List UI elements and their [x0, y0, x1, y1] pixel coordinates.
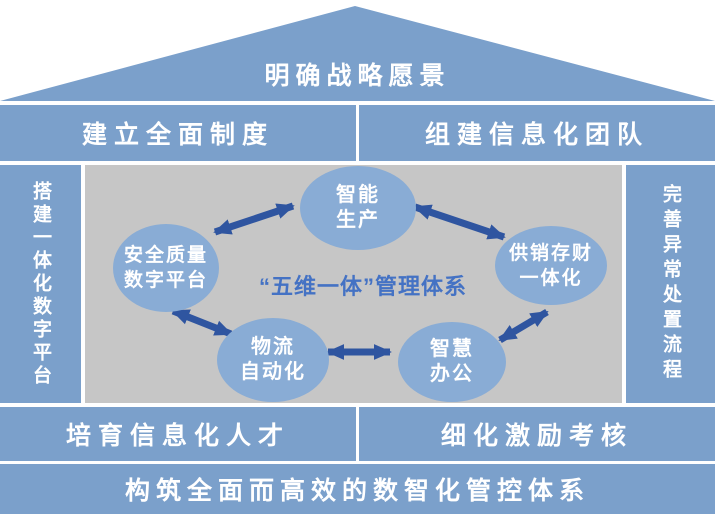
- node-smart-office: 智慧 办公: [398, 322, 506, 402]
- bottom-band-left-cell: 培育信息化人才: [0, 407, 356, 461]
- center-title: “五维一体”管理体系: [258, 274, 467, 299]
- right-pillar-label: 完善异常处置流程: [660, 184, 681, 384]
- top-band: 建立全面制度 组建信息化团队: [0, 105, 715, 161]
- node-label-line: 智慧: [430, 338, 474, 360]
- bottom-band: 培育信息化人才 细化激励考核: [0, 407, 715, 461]
- node-intelligent-production: 智能 生产: [300, 166, 416, 250]
- footer-bar: 构筑全面而高效的数智化管控体系: [0, 464, 715, 514]
- node-label-line: 数字平台: [123, 270, 208, 291]
- node-label-line: 自动化: [240, 361, 306, 383]
- left-pillar: 搭建一体化数字平台: [0, 165, 81, 403]
- node-safety-quality-digital-platform: 安全质量 数字平台: [113, 224, 219, 312]
- top-band-left-cell: 建立全面制度: [0, 105, 356, 161]
- node-logistics-automation: 物流 自动化: [217, 318, 329, 402]
- node-label-line: 智能: [336, 184, 380, 206]
- right-pillar: 完善异常处置流程: [626, 165, 715, 403]
- node-label-line: 一体化: [519, 267, 583, 289]
- bottom-band-right-cell: 细化激励考核: [359, 407, 715, 461]
- left-pillar-label: 搭建一体化数字平台: [30, 180, 51, 388]
- node-supply-sales-inventory-finance: 供销存财 一体化: [495, 226, 607, 305]
- node-label-line: 安全质量: [123, 245, 208, 266]
- node-label-line: 办公: [430, 363, 474, 385]
- top-band-right-cell: 组建信息化团队: [359, 105, 715, 161]
- node-label-line: 生产: [336, 209, 380, 231]
- node-label-line: 供销存财: [508, 242, 593, 264]
- roof-label: 明确战略愿景: [264, 62, 451, 90]
- node-label-line: 物流: [251, 336, 295, 358]
